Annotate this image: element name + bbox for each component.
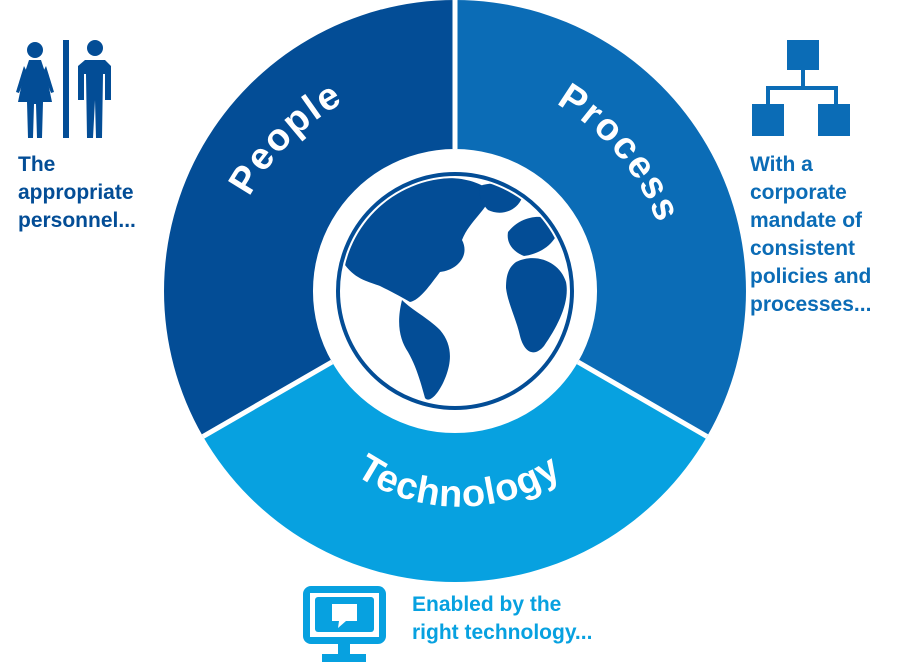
caption-line: policies and	[750, 265, 872, 288]
segment-process	[455, 0, 746, 437]
caption-process: With a corporate mandate of consistent polic…	[750, 151, 871, 319]
caption-people: The appropriate personnel...	[18, 151, 136, 235]
segment-people	[164, 0, 456, 437]
org-chart-icon	[752, 40, 850, 136]
caption-technology: Enabled by the right technology...	[412, 591, 592, 647]
caption-line: appropriate	[18, 181, 134, 204]
caption-line: right technology...	[412, 621, 593, 644]
people-restroom-icon	[16, 40, 111, 138]
caption-line: The	[18, 153, 56, 176]
caption-line: consistent	[750, 237, 856, 260]
caption-line: corporate	[750, 181, 847, 204]
segment-technology	[203, 362, 707, 582]
monitor-chat-icon	[303, 586, 386, 662]
caption-line: Enabled by the	[412, 593, 562, 616]
caption-line: personnel...	[18, 209, 136, 232]
segment-dividers	[201, 0, 709, 439]
caption-line: With a	[750, 153, 813, 176]
caption-line: mandate of	[750, 209, 863, 232]
globe-icon	[336, 172, 574, 410]
caption-line: processes...	[750, 293, 872, 316]
